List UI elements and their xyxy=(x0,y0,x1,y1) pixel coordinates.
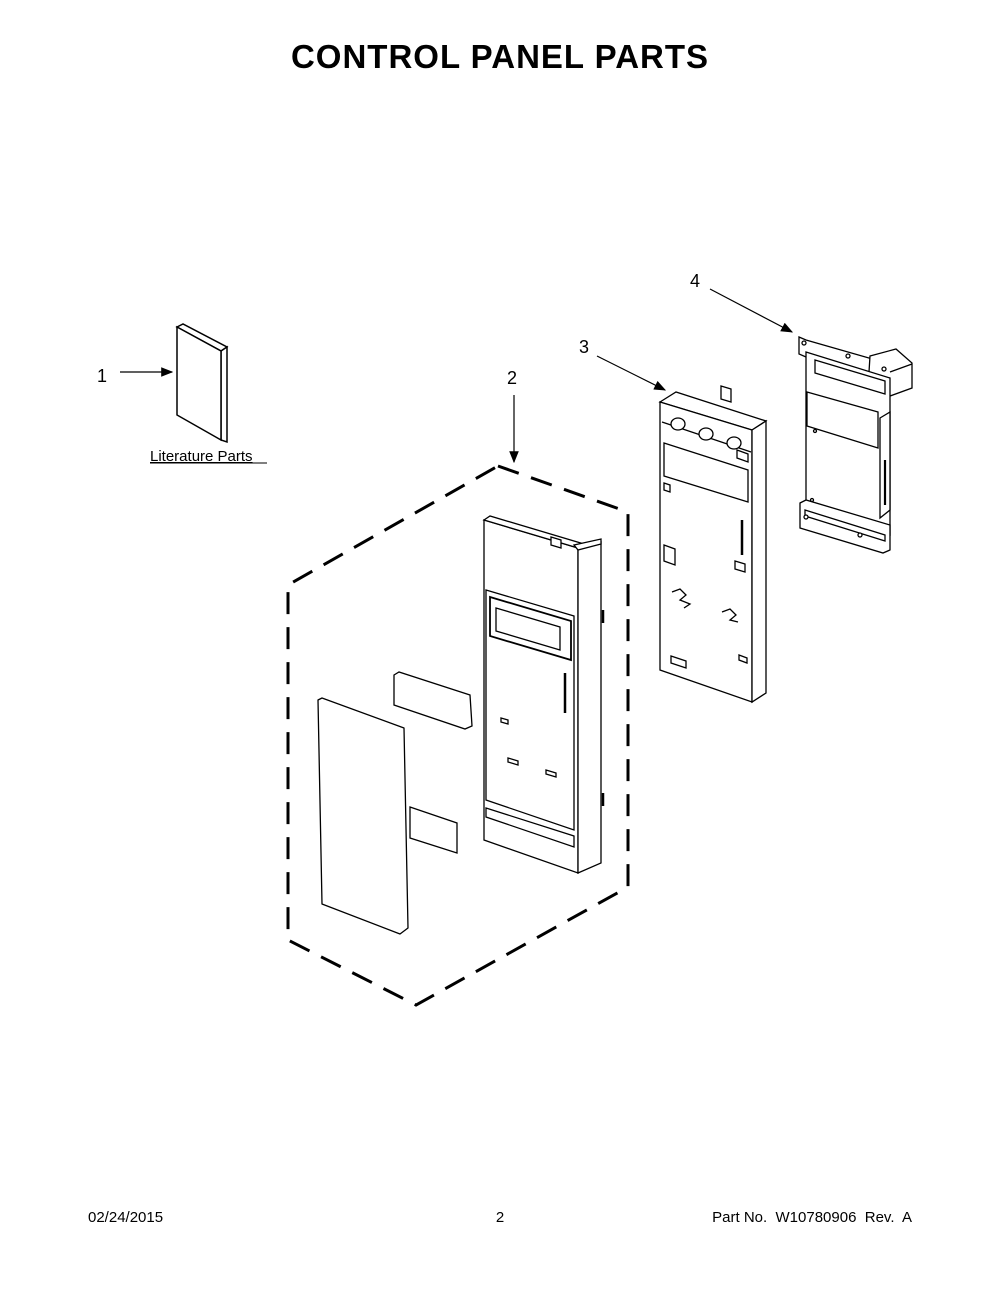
footer-page-number: 2 xyxy=(495,1209,505,1226)
back-plate xyxy=(658,385,768,704)
display-lens xyxy=(393,671,473,730)
callout-2: 2 xyxy=(507,368,517,388)
callout-3-arrow xyxy=(596,355,667,391)
callout-4-arrow xyxy=(709,288,794,333)
keypad-overlay xyxy=(317,697,409,935)
footer-date: 02/24/2015 xyxy=(88,1209,164,1226)
callout-4: 4 xyxy=(690,271,700,291)
assembly-dashed-boundary xyxy=(286,464,630,1007)
literature-booklet xyxy=(175,323,229,444)
page-title: CONTROL PANEL PARTS xyxy=(290,38,710,75)
callout-1: 1 xyxy=(97,366,107,386)
callout-3: 3 xyxy=(579,337,589,357)
control-board-bracket xyxy=(798,336,913,554)
small-bracket xyxy=(409,806,458,854)
literature-parts-label: Literature Parts xyxy=(150,448,253,465)
footer-part-number: Part No. W10780906 Rev. A xyxy=(712,1209,912,1226)
control-panel-frame xyxy=(482,515,605,874)
